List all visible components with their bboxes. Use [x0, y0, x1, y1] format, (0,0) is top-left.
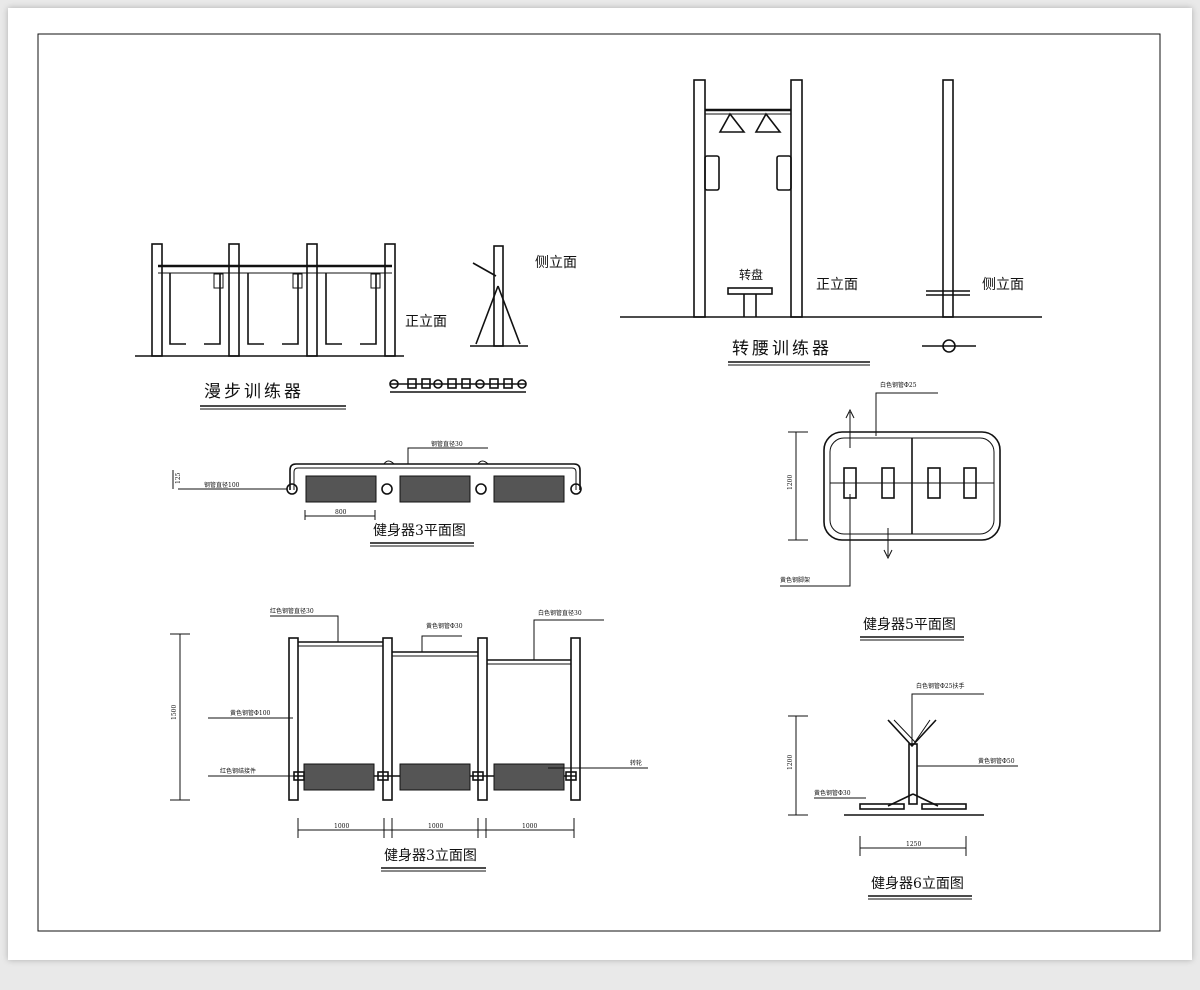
foot-pedal [963, 467, 977, 499]
equip6-note-mid: 黄色钢管Φ50 [978, 757, 1015, 765]
twister-front-label: 正立面 [816, 277, 858, 293]
foot-board [921, 803, 967, 810]
equip6-elevation-title: 健身器6立面图 [871, 876, 964, 892]
equip3-plan-title: 健身器3平面图 [373, 523, 466, 539]
equip6-dim-height: 1200 [787, 755, 794, 770]
swing-leg [282, 273, 299, 345]
walker-front-elevation: 正立面 [135, 243, 447, 357]
hanging-handle [718, 112, 746, 133]
equip3-elevation-view: 红色钢管直径30 黄色钢管Φ30 白色钢管直径30 黄色钢管Φ100 红色钢结接… [170, 607, 648, 838]
turntable [727, 287, 773, 295]
waist-twister-front-elevation: 转盘 正立面 [620, 79, 1042, 318]
foot-pedal [881, 467, 895, 499]
equip3-dim-a: 1000 [334, 823, 349, 830]
foot-pedal [927, 467, 941, 499]
post-2 [228, 243, 240, 357]
walker-plan-view [389, 378, 527, 393]
equip3-dim-height: 1500 [171, 705, 178, 720]
walker-front-label: 正立面 [405, 314, 447, 330]
walker-title: 漫步训练器 [204, 382, 304, 402]
equip3-plan-view: 钢管直径100 钢管直径30 125 800 [172, 440, 582, 520]
column [382, 637, 393, 801]
waist-twister-plan-view [922, 339, 976, 353]
center-post [908, 743, 918, 805]
swing-leg [325, 273, 342, 345]
equip5-note-top: 白色钢管Φ25 [880, 381, 917, 389]
roller-pad [305, 475, 377, 503]
equip3-dim-c: 1000 [522, 823, 537, 830]
equip3-plan-dim-width: 800 [335, 509, 347, 516]
equip3-note-top-mid: 黄色钢管Φ30 [426, 622, 463, 630]
walker-side-elevation: 侧立面 [470, 245, 577, 347]
roller-pad [399, 475, 471, 503]
twister-title: 转腰训练器 [732, 339, 832, 359]
column [570, 637, 581, 801]
equip5-note-bottom: 黄色钢脚架 [780, 576, 810, 584]
column [288, 637, 299, 801]
equip3-note-top-left: 红色钢管直径30 [270, 607, 314, 615]
column [477, 637, 488, 801]
equip6-note-top: 白色钢管Φ25扶手 [916, 682, 965, 690]
post-4 [384, 243, 396, 357]
equip3-plan-note-column: 钢管直径100 [204, 481, 240, 489]
waist-twister-side-elevation: 侧立面 [926, 79, 1024, 318]
equip5-dim-height: 1200 [787, 475, 794, 490]
equip5-plan-view: 白色钢管Φ25 黄色钢脚架 1200 [780, 381, 1001, 587]
twister-side-label: 侧立面 [982, 277, 1024, 293]
drawing-frame [37, 33, 1161, 932]
side-grip [704, 155, 720, 191]
equip6-elevation-view: 白色钢管Φ25扶手 黄色钢管Φ50 黄色钢管Φ30 1200 1250 [787, 682, 1018, 856]
equip3-note-connector: 红色钢结接件 [220, 767, 256, 775]
equip6-dim-width: 1250 [906, 841, 921, 848]
side-post [942, 79, 954, 318]
equip5-plan-title: 健身器5平面图 [863, 617, 956, 633]
right-post [790, 79, 803, 318]
left-post [693, 79, 706, 318]
swing-leg [204, 273, 221, 345]
swing-leg [360, 273, 377, 345]
cad-drawing-canvas: 正立面 侧立面 漫步训练器 转盘 正 [37, 33, 1161, 932]
drawing-sheet: 正立面 侧立面 漫步训练器 转盘 正 [8, 8, 1192, 960]
swing-leg [247, 273, 264, 345]
foot-board [859, 803, 905, 810]
roller-pad [399, 763, 471, 791]
walker-side-label: 侧立面 [535, 255, 577, 271]
side-grip [776, 155, 792, 191]
turntable-label: 转盘 [739, 267, 763, 282]
equip3-dim-b: 1000 [428, 823, 443, 830]
equip3-note-roller: 转轮 [630, 759, 642, 767]
equip3-note-column: 黄色钢管Φ100 [230, 709, 271, 717]
roller-pad [493, 475, 565, 503]
equip6-note-bottom: 黄色钢管Φ30 [814, 789, 851, 797]
hanging-handle [754, 112, 782, 133]
swing-leg [169, 273, 186, 345]
equip3-note-top-right: 白色钢管直径30 [538, 609, 582, 617]
post-3 [306, 243, 318, 357]
equip3-elevation-title: 健身器3立面图 [384, 848, 477, 864]
post-1 [151, 243, 163, 357]
equip3-plan-note-pipe: 钢管直径30 [431, 440, 463, 448]
equip3-plan-dim-height: 125 [175, 472, 182, 484]
roller-pad [303, 763, 375, 791]
